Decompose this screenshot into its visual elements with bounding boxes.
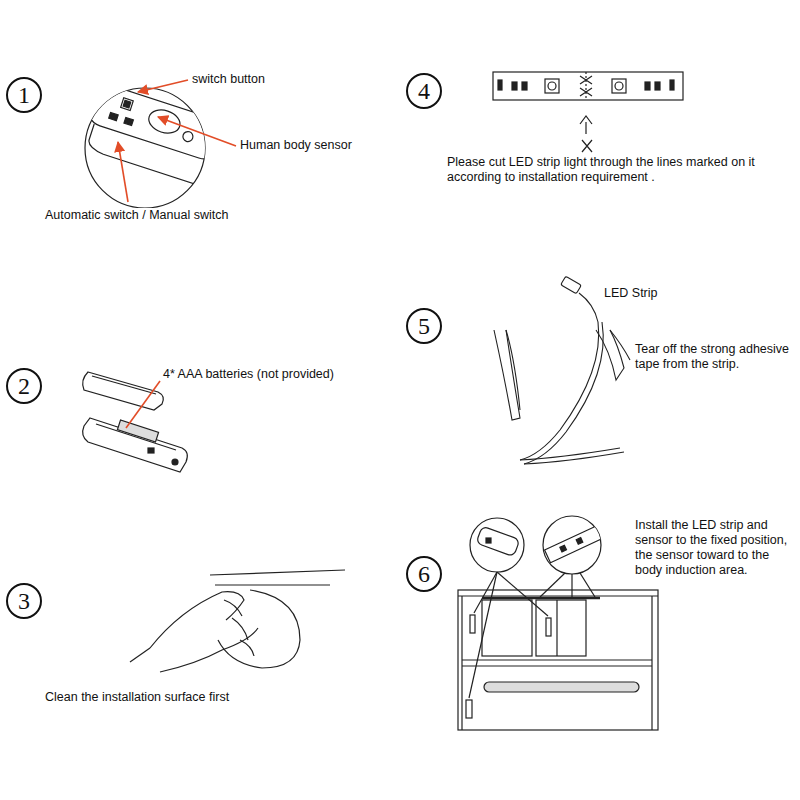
sensor-magnifier <box>75 80 229 208</box>
step-number: 4 <box>406 73 442 109</box>
instruction-label: Automatic switch / Manual switch <box>45 208 285 223</box>
led-strip-cable <box>494 276 630 464</box>
step-number-text: 1 <box>18 83 30 107</box>
step-number: 2 <box>6 368 42 404</box>
label-text: Tear off the strong adhesive tape from t… <box>635 342 789 371</box>
step-number-text: 6 <box>418 562 430 586</box>
instruction-label: Human body sensor <box>240 138 390 153</box>
step-number: 5 <box>406 308 442 344</box>
label-text: Automatic switch / Manual switch <box>45 208 228 222</box>
instruction-label: switch button <box>192 72 312 87</box>
instruction-label: Clean the installation surface first <box>45 690 305 705</box>
step-number: 3 <box>6 583 42 619</box>
step-number-text: 3 <box>18 589 30 613</box>
instruction-label: LED Strip <box>604 286 704 301</box>
step-number: 1 <box>6 77 42 113</box>
label-text: Install the LED strip and sensor to the … <box>635 518 787 577</box>
battery-case <box>83 372 188 472</box>
label-text: LED Strip <box>604 286 658 300</box>
instruction-label: 4* AAA batteries (not provided) <box>163 367 393 382</box>
step-number: 6 <box>406 556 442 592</box>
leader-arrows <box>118 80 236 202</box>
label-text: Clean the installation surface first <box>45 690 229 704</box>
step-number-text: 5 <box>418 314 430 338</box>
cabinet <box>458 516 658 730</box>
step-number-text: 4 <box>418 79 430 103</box>
label-text: switch button <box>192 72 265 86</box>
led-strip-cut <box>493 72 683 152</box>
instruction-label: Install the LED strip and sensor to the … <box>635 518 795 578</box>
label-text: Please cut LED strip light through the l… <box>447 155 755 184</box>
instruction-label: Please cut LED strip light through the l… <box>447 155 787 185</box>
label-text: 4* AAA batteries (not provided) <box>163 367 334 381</box>
hand-cleaning <box>130 570 345 672</box>
step-number-text: 2 <box>18 374 30 398</box>
instruction-label: Tear off the strong adhesive tape from t… <box>635 342 795 372</box>
label-text: Human body sensor <box>240 138 352 152</box>
